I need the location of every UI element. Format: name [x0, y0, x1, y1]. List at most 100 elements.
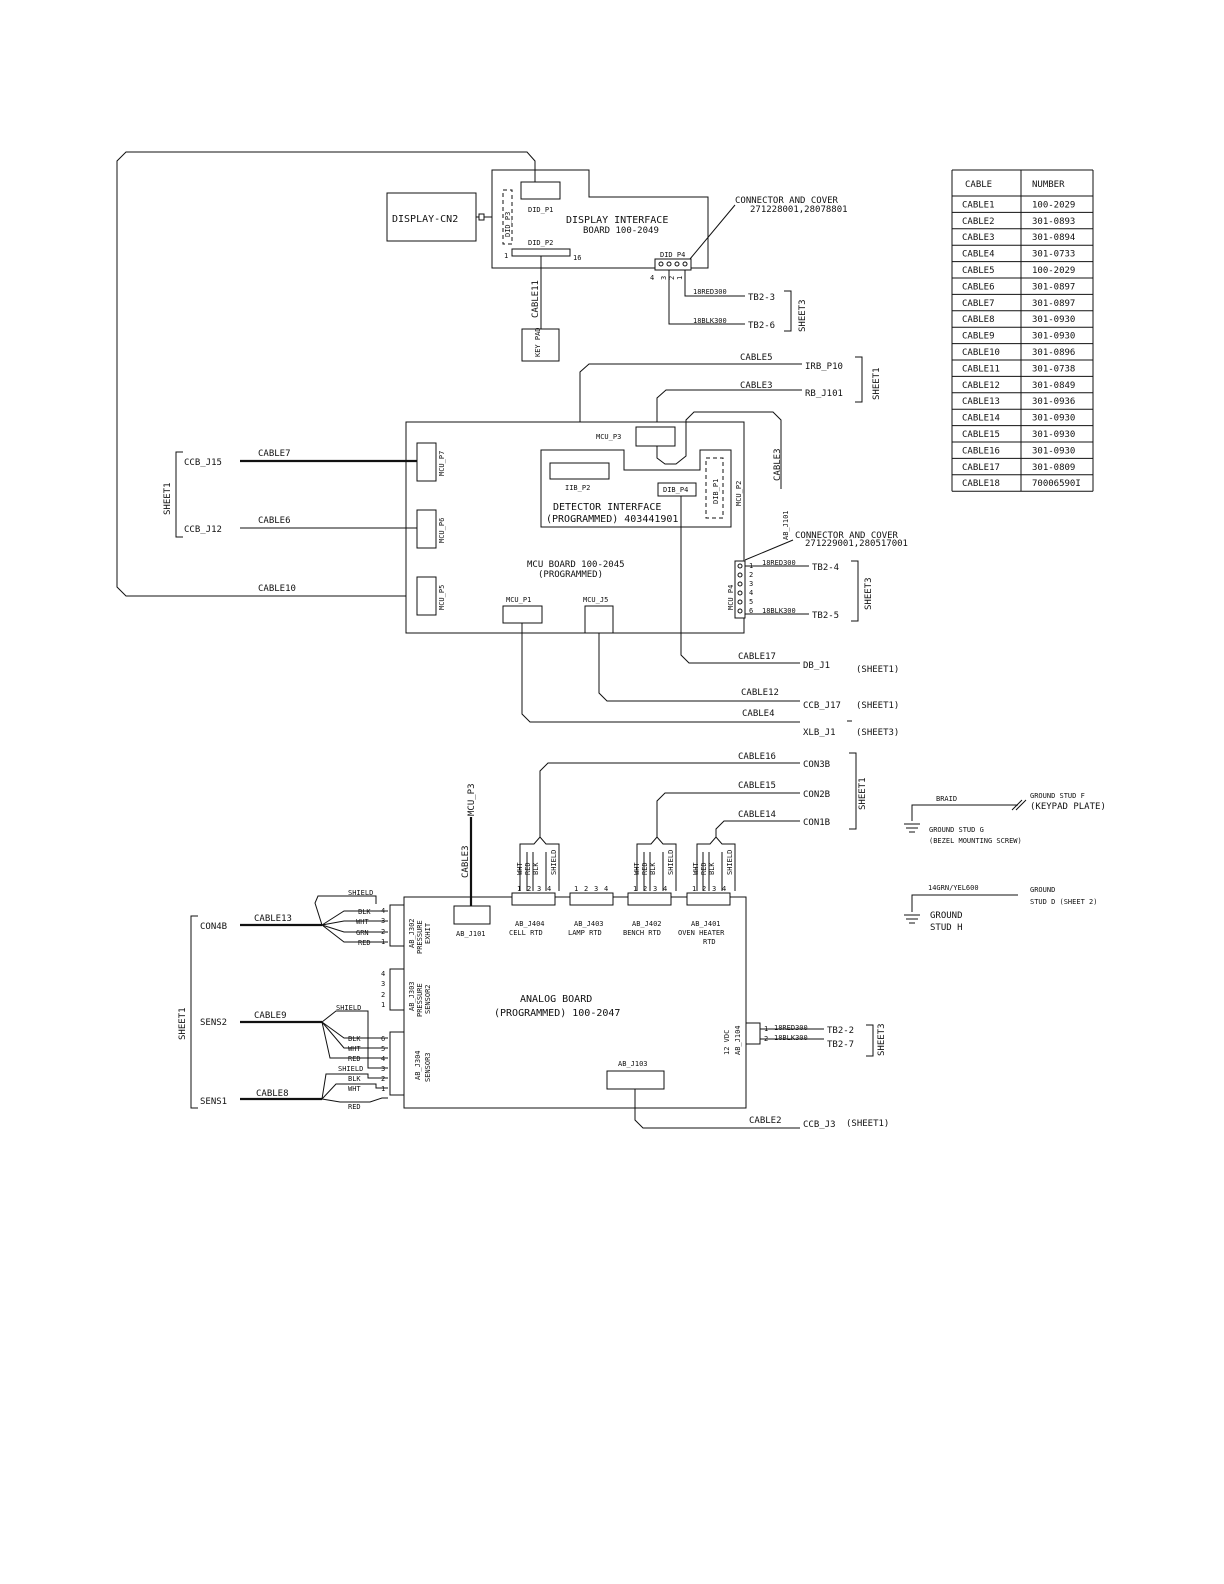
analog-board-name: ANALOG BOARD [520, 994, 592, 1005]
did-p4-pin3: 3 [660, 276, 668, 280]
table-cell-number: 301-0897 [1032, 299, 1075, 309]
sens2-label: SENS2 [200, 1018, 227, 1028]
irb-p10-label: IRB_P10 [805, 362, 843, 372]
j402-wire-shield: SHIELD [667, 850, 675, 875]
detector-name: DETECTOR INTERFACE [553, 502, 661, 513]
mcu-p4-pin6: 6 [749, 607, 753, 615]
table-cell-cable: CABLE7 [962, 299, 995, 309]
j303-pin1: 1 [381, 1001, 385, 1009]
display-connector-desc: CONNECTOR AND COVER [735, 196, 839, 206]
dib-p4-label: DIB_P4 [663, 486, 688, 494]
did-p4-connector [654, 258, 692, 271]
j304-desc: SENSOR3 [424, 1052, 432, 1082]
j401-wire-blk: BLK [708, 862, 716, 875]
mcu-connector-part: 271229001,280517001 [805, 539, 908, 549]
analog-board: ANALOG BOARD (PROGRAMMED) 100-2047 CABLE… [178, 752, 889, 1130]
j303-pin2: 2 [381, 991, 385, 999]
dib-p1-label: DIB_P1 [712, 479, 720, 504]
j302-wire3: GRN [356, 929, 369, 937]
did-p2-pin1: 1 [504, 252, 508, 260]
table-cell-cable: CABLE3 [962, 233, 995, 243]
j304-pin2: 2 [381, 1075, 385, 1083]
j302-pin2: 2 [381, 928, 385, 936]
j303-pin3: 3 [381, 980, 385, 988]
j302-wire2: WHT [356, 918, 369, 926]
table-cell-number: 301-0809 [1032, 463, 1075, 473]
j304-wire3: RED [348, 1055, 361, 1063]
mcu-p3-label: MCU_P3 [596, 433, 621, 441]
ccb-j17-ref: (SHEET1) [856, 701, 899, 711]
table-cell-cable: CABLE15 [962, 430, 1000, 440]
j304-wire4: SHIELD [338, 1065, 363, 1073]
did-p4-label: DID_P4 [660, 251, 685, 259]
j404-pin3: 3 [537, 885, 541, 893]
table-header-cable: CABLE [965, 180, 992, 190]
cable16-label: CABLE16 [738, 752, 776, 762]
mcu-p3-connector [635, 426, 676, 447]
table-cell-number: 301-0897 [1032, 282, 1075, 292]
j302-desc1: PRESSURE [416, 920, 424, 954]
j104-wire-red: 18RED300 [774, 1024, 808, 1032]
stud-d-line1: GROUND [1030, 886, 1055, 894]
cable10-label: CABLE10 [258, 584, 296, 594]
display-wire-red: 18RED300 [693, 288, 727, 296]
table-cell-cable: CABLE13 [962, 397, 1000, 407]
ab-j103-connector [606, 1070, 665, 1090]
ground-symbol-f [1011, 799, 1027, 811]
cable10-loop [116, 151, 536, 597]
display-interface-board: DISPLAY-CN2 DID_P3 DID_P1 DISPLAY INTERF… [386, 169, 848, 362]
mcu-connector-desc: CONNECTOR AND COVER [795, 531, 899, 541]
ab-j101-label: AB_J101 [456, 930, 486, 938]
j402-wire-blk: BLK [649, 862, 657, 875]
table-cell-cable: CABLE6 [962, 282, 995, 292]
j403-pin4: 4 [604, 885, 608, 893]
j302-label: AB_J302 [408, 918, 416, 948]
did-p1-label: DID_P1 [528, 206, 553, 214]
display-connector-part: 271228001,28078801 [750, 205, 848, 215]
j404-wire-wht: WHT [516, 862, 524, 875]
stud-g-line2: (BEZEL MOUNTING SCREW) [929, 837, 1022, 845]
cable8-label: CABLE8 [256, 1089, 289, 1099]
j402-wire-red: RED [641, 862, 649, 875]
mcu-p6-connector [416, 509, 437, 549]
stud-h-line2: STUD H [930, 923, 963, 933]
table-cell-cable: CABLE1 [962, 200, 995, 210]
j401-wire-red: RED [700, 862, 708, 875]
j402-pin4: 4 [663, 885, 667, 893]
dib-p1-connector [705, 457, 724, 519]
j104-label: AB_J104 [734, 1025, 742, 1055]
j304-pin4: 4 [381, 1055, 385, 1063]
mcu-board-name: MCU BOARD 100-2045 [527, 560, 625, 570]
ground-studs: BRAID GROUND STUD F (KEYPAD PLATE) GROUN… [904, 792, 1106, 933]
ab-j304: SENS2 CABLE9 SHIELD BLK WHT RED SHIELD B… [200, 1004, 432, 1111]
j401-pin3: 3 [712, 885, 716, 893]
j401-desc2: RTD [703, 938, 716, 946]
j304-wire1: BLK [348, 1035, 361, 1043]
did-p4-pin4: 4 [650, 274, 654, 282]
cable15-label: CABLE15 [738, 781, 776, 791]
display-tb-a: TB2-3 [748, 293, 775, 303]
table-cell-number: 301-0733 [1032, 250, 1075, 260]
cable14-label: CABLE14 [738, 810, 776, 820]
mcu-sheet3-ref: SHEET3 [864, 577, 874, 610]
table-cell-cable: CABLE11 [962, 364, 1000, 374]
table-cell-number: 301-0893 [1032, 217, 1075, 227]
table-cell-number: 100-2029 [1032, 200, 1075, 210]
j303-desc1: PRESSURE [416, 983, 424, 1017]
cable2-label: CABLE2 [749, 1116, 782, 1126]
j401-wire-shield: SHIELD [726, 850, 734, 875]
mcu-p6-label: MCU_P6 [438, 518, 446, 543]
mcu-p5-connector [416, 576, 437, 616]
mcu-board-programmed: (PROGRAMMED) [538, 570, 603, 580]
analog-board-part: (PROGRAMMED) 100-2047 [494, 1008, 620, 1019]
cable3-side-label: CABLE3 [773, 448, 783, 481]
ab-j101-connector [453, 905, 491, 925]
con1b-label: CON1B [803, 818, 830, 828]
did-p4-pin1: 1 [676, 276, 684, 280]
did-p2-label: DID_P2 [528, 239, 553, 247]
mcu-p4-label: MCU_P4 [727, 585, 735, 610]
mcu-p4-connector [734, 560, 746, 619]
j401-pin4: 4 [722, 885, 726, 893]
ab-j402: WHT RED BLK SHIELD 1 2 3 4 AB_J402 BENCH… [623, 836, 677, 937]
